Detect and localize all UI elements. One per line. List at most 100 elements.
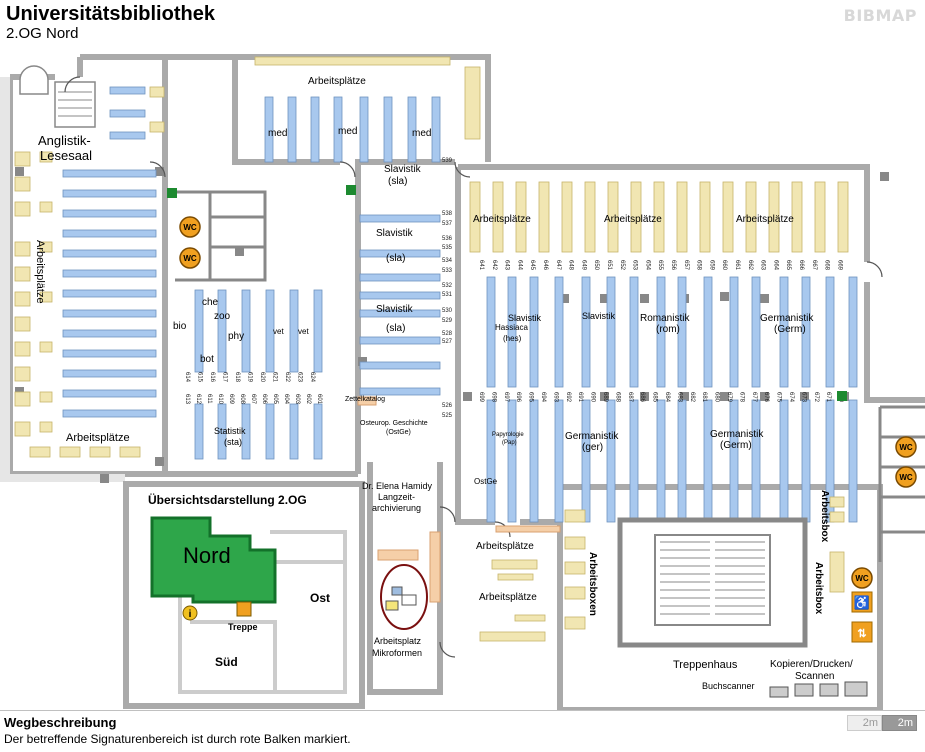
shelf — [629, 399, 639, 523]
shelf-number: 663 — [760, 260, 766, 271]
desk — [564, 561, 586, 575]
desk — [14, 341, 31, 357]
shelf — [313, 289, 323, 373]
desk — [564, 509, 586, 523]
shelf-number: 530 — [442, 308, 453, 314]
shelf — [801, 399, 811, 523]
shelf-number: 699 — [478, 392, 484, 403]
stairs-icon — [236, 601, 252, 617]
desk — [14, 421, 31, 437]
shelf-number: 661 — [734, 260, 740, 271]
shelf-number: 662 — [747, 260, 753, 271]
shelf-number: 616 — [209, 372, 215, 383]
shelf-number: 601 — [316, 394, 322, 405]
shelf-number: 650 — [593, 260, 599, 271]
microform-area — [377, 531, 441, 630]
wc-icon: WC — [899, 473, 913, 482]
shelf-number: 645 — [529, 260, 535, 271]
shelf-number: 675 — [776, 392, 782, 403]
page-title: Universitätsbibliothek — [6, 3, 215, 25]
shelf — [507, 276, 517, 388]
shelf-number: 677 — [751, 392, 757, 403]
desk — [745, 181, 757, 253]
shelf-number: 676 — [763, 392, 769, 403]
shelf — [109, 131, 146, 140]
shelf — [677, 276, 687, 388]
shelf — [703, 276, 713, 388]
shelf-number: 653 — [632, 260, 638, 271]
shelf — [62, 409, 157, 418]
shelf — [241, 289, 251, 373]
shelf — [529, 276, 539, 388]
shelf-number: 693 — [552, 392, 558, 403]
shelf — [359, 249, 441, 258]
shelf — [194, 289, 204, 373]
shelf — [62, 189, 157, 198]
nord-section[interactable] — [150, 516, 277, 604]
desk — [14, 151, 31, 167]
shelf — [629, 276, 639, 388]
shelf-number: 621 — [272, 372, 278, 383]
shelf — [554, 399, 564, 523]
floor-subtitle: 2.OG Nord — [6, 25, 79, 42]
shelf — [62, 329, 157, 338]
scale-bar: 2m 2m — [847, 715, 917, 731]
shelf-number: 679 — [726, 392, 732, 403]
shelf — [751, 276, 761, 388]
shelf-number: 623 — [297, 372, 303, 383]
desk — [561, 181, 573, 253]
shelf — [62, 289, 157, 298]
desk — [564, 586, 586, 600]
shelf-number: 648 — [568, 260, 574, 271]
desk — [14, 176, 31, 192]
scale-segment-a: 2m — [847, 715, 882, 731]
desk — [29, 446, 51, 458]
shelf-number: 603 — [294, 394, 300, 405]
desk — [39, 291, 53, 303]
desk — [676, 181, 688, 253]
shelf-number: 685 — [652, 392, 658, 403]
shelf-number: 535 — [442, 245, 453, 251]
shelf — [486, 276, 496, 388]
shelf — [359, 291, 441, 300]
desk — [829, 496, 845, 508]
shelf-number: 612 — [195, 394, 201, 405]
shelf — [359, 96, 369, 163]
desk — [514, 614, 546, 622]
info-icon[interactable]: i — [189, 609, 192, 620]
desk — [59, 446, 81, 458]
shelf-number: 537 — [442, 221, 453, 227]
wegbeschreibung-heading: Wegbeschreibung — [4, 715, 117, 730]
shelf-number: 683 — [676, 392, 682, 403]
shelf — [265, 289, 275, 373]
shelf — [529, 399, 539, 523]
wc-icon: WC — [855, 574, 869, 583]
shelf — [109, 86, 146, 95]
shelf-number: 614 — [184, 372, 190, 383]
shelf — [287, 96, 297, 163]
shelf-number: 646 — [542, 260, 548, 271]
wc-icon: WC — [183, 223, 197, 232]
bibmap-logo[interactable]: BIBMAP — [843, 6, 917, 25]
shelf-number: 536 — [442, 236, 453, 242]
overview-inset[interactable]: i — [123, 481, 365, 709]
shelf-number: 692 — [565, 392, 571, 403]
shelf-number: 656 — [670, 260, 676, 271]
shelf-number: 528 — [442, 331, 453, 337]
desk — [564, 616, 586, 630]
shelf-number: 526 — [442, 403, 453, 409]
desk — [39, 201, 53, 213]
footer: Wegbeschreibung Der betreffende Signatur… — [0, 710, 925, 752]
desk — [630, 181, 642, 253]
shelf-number: 674 — [788, 392, 794, 403]
desk — [584, 181, 596, 253]
desk — [89, 446, 111, 458]
desk — [14, 266, 31, 282]
desks-layer — [14, 56, 849, 642]
shelf — [194, 403, 204, 460]
shelf — [581, 276, 591, 388]
shelf — [62, 169, 157, 178]
floor-plan-map[interactable]: 5395385375365355345335325315305295285275… — [0, 42, 925, 710]
shelf — [241, 403, 251, 460]
shelf-number: 527 — [442, 339, 453, 345]
